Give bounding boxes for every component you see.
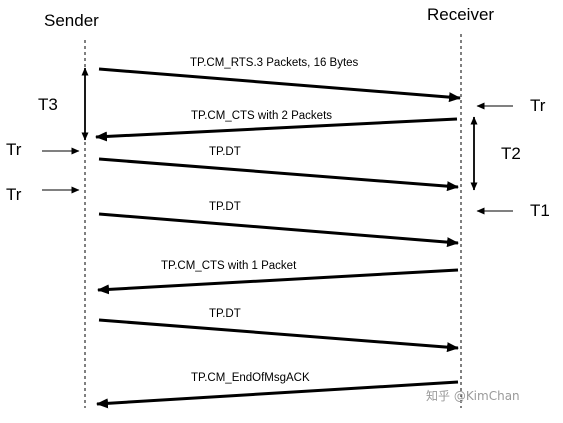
message-label-cts-1: TP.CM_CTS with 1 Packet [161, 260, 297, 272]
sender-label: Sender [44, 11, 99, 30]
message-arrow-eom-ack [96, 380, 459, 409]
timer-t2-label: T2 [501, 144, 521, 163]
message-arrow-dt-3 [98, 318, 459, 353]
message-label-dt-2: TP.DT [209, 201, 241, 213]
message-label-dt-3: TP.DT [209, 308, 241, 320]
message-arrow-dt-2 [98, 212, 459, 248]
timer-tr-label-sender-2: Tr [6, 185, 22, 204]
message-label-dt-1: TP.DT [209, 146, 241, 158]
receiver-label: Receiver [427, 5, 494, 24]
message-arrow-rts [98, 67, 461, 103]
message-label-rts: TP.CM_RTS.3 Packets, 16 Bytes [190, 57, 359, 69]
message-arrow-dt-1 [98, 157, 459, 192]
timer-t1-label: T1 [530, 201, 550, 220]
message-arrow-cts-2 [95, 117, 458, 142]
timer-tr-label-receiver: Tr [530, 96, 546, 115]
watermark-text: 知乎 @KimChan [426, 389, 520, 403]
message-arrow-cts-1 [97, 268, 459, 295]
message-label-cts-2: TP.CM_CTS with 2 Packets [191, 110, 332, 122]
timer-tr-label-sender-1: Tr [6, 140, 22, 159]
message-label-eom-ack: TP.CM_EndOfMsgACK [191, 372, 310, 384]
timer-t3-label: T3 [38, 95, 58, 114]
